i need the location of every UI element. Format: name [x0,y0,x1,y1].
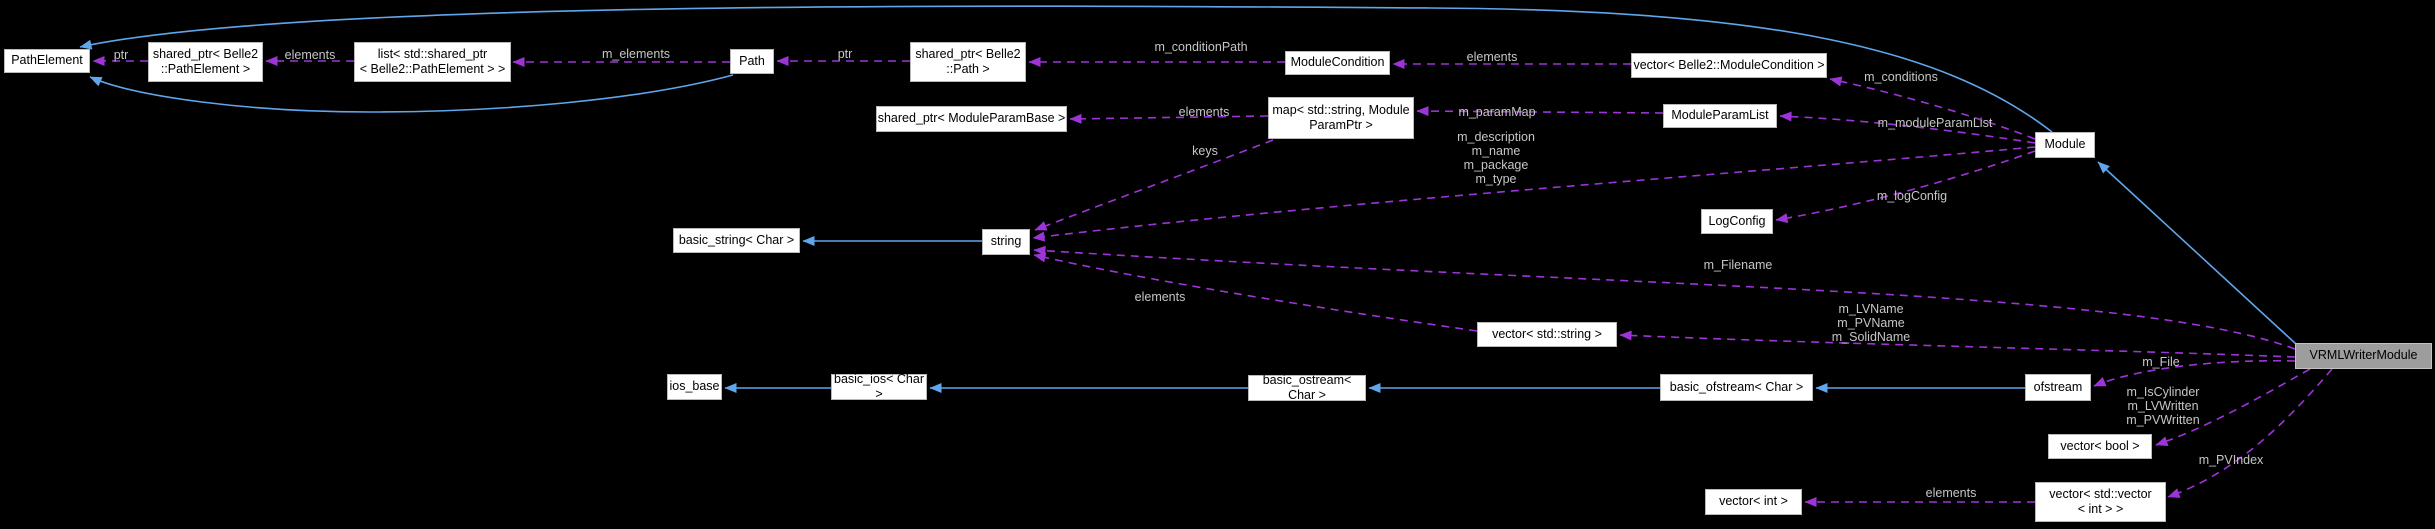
node-ios-base[interactable]: ios_base [667,374,722,400]
edge-moduleparamlist-m-parammap [1416,106,1664,117]
node-basic-ostream[interactable]: basic_ostream< Char > [1248,373,1366,402]
node-logconfig[interactable]: LogConfig [1701,209,1773,234]
edge-vector-string-elements [1033,252,1478,332]
node-shared-ptr-pathelement[interactable]: shared_ptr< Belle2 ::PathElement > [148,42,263,82]
node-list-shared-ptr[interactable]: list< std::shared_ptr < Belle2::PathElem… [354,42,511,82]
node-map-moduleparamptr[interactable]: map< std::string, Module ParamPtr > [1268,97,1414,139]
node-moduleparamlist[interactable]: ModuleParamList [1663,104,1777,128]
edge-vrml-name-vectors [1619,330,2296,358]
node-vector-vector-int[interactable]: vector< std::vector < int > > [2035,482,2166,522]
edge-map-elements [1069,113,1269,124]
edge-module-m-logconfig [1775,150,2036,224]
node-vector-modulecondition[interactable]: vector< Belle2::ModuleCondition > [1631,53,1827,78]
node-vector-bool[interactable]: vector< bool > [2048,434,2152,459]
edge-vrml-m-filename [1033,245,2296,350]
edge-module-m-conditions [1829,76,2036,140]
node-shared-ptr-path[interactable]: shared_ptr< Belle2 ::Path > [910,42,1026,82]
edge-module-string-members [1032,146,2036,242]
node-path[interactable]: Path [730,49,774,74]
node-module[interactable]: Module [2035,132,2095,158]
edge-vrmlwritermodule-to-module [2097,161,2297,345]
node-basic-ofstream[interactable]: basic_ofstream< Char > [1660,374,1813,401]
edge-module-m-moduleparamlist [1779,111,2036,144]
node-basic-string[interactable]: basic_string< Char > [673,228,800,253]
node-pathelement[interactable]: PathElement [4,49,90,73]
node-modulecondition[interactable]: ModuleCondition [1285,51,1390,75]
node-vector-int[interactable]: vector< int > [1705,489,1802,515]
node-basic-ios[interactable]: basic_ios< Char > [831,372,927,401]
edge-map-keys [1034,139,1274,231]
edge-path-to-pathelement [89,74,734,113]
node-string[interactable]: string [982,229,1030,255]
node-vrmlwritermodule: VRMLWriterModule [2295,343,2432,369]
edge-vrml-bool-vectors [2155,368,2311,446]
edge-vrml-m-pvindex [2167,368,2333,498]
node-vector-string[interactable]: vector< std::string > [1477,322,1617,347]
edge-module-to-pathelement [79,5,2053,133]
node-ofstream[interactable]: ofstream [2025,374,2091,401]
edge-vrml-m-file [2093,359,2296,387]
node-shared-ptr-moduleparambase[interactable]: shared_ptr< ModuleParamBase > [876,106,1067,132]
